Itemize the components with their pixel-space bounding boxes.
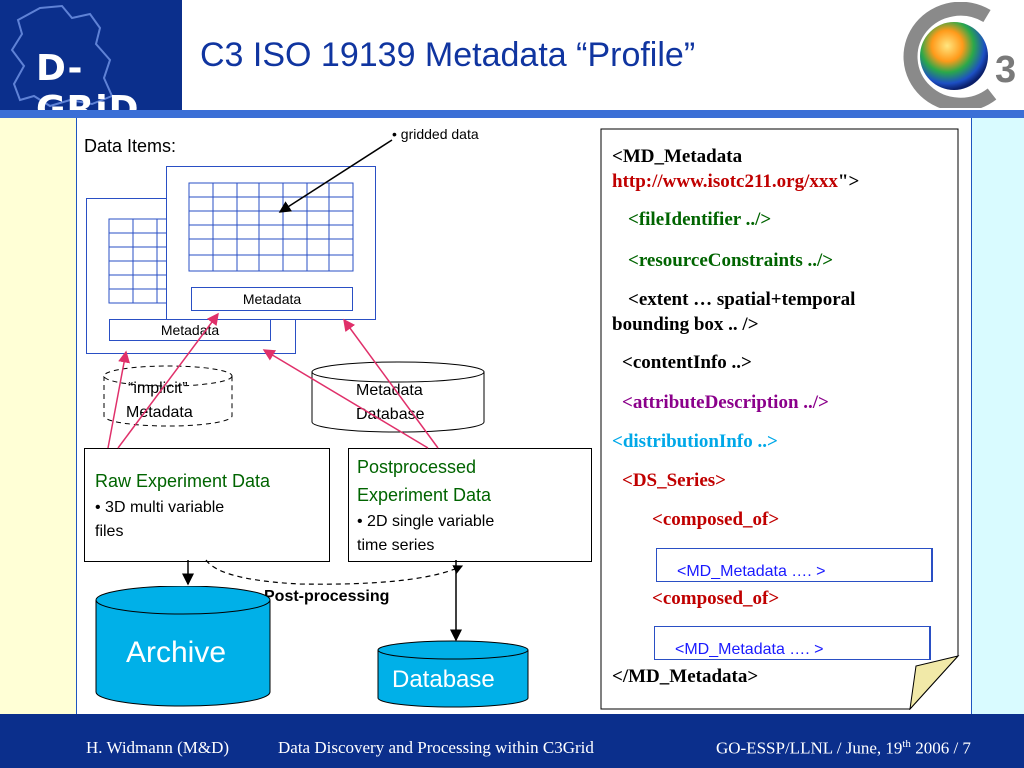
xml-extent-line2: bounding box .. /> [612, 314, 759, 335]
slide-footer [0, 714, 1024, 768]
left-band [0, 118, 77, 714]
database-cylinder [377, 640, 529, 708]
xml-namespace-tail: "> [837, 171, 860, 192]
implicit-metadata-line1: “implicit” [128, 380, 188, 397]
data-items-label: Data Items: [84, 136, 177, 156]
nested-metadata-box-2: <MD_Metadata …. > [654, 626, 931, 660]
postprocessed-line2: time series [357, 537, 435, 554]
page-title: C3 ISO 19139 Metadata “Profile” [200, 36, 696, 74]
footer-venue-sup: th [902, 738, 911, 750]
c3-globe-icon: 3 [903, 1, 1016, 112]
data-item-front: Metadata [166, 166, 376, 320]
xml-composed-of-2: <composed_of> [652, 588, 780, 609]
xml-md-metadata-open: <MD_Metadata [612, 146, 743, 167]
archive-cylinder [95, 586, 271, 707]
post-processing-label: Post-processing [264, 588, 390, 605]
raw-experiment-line2: files [95, 523, 124, 540]
postprocessed-title-line1: Postprocessed [357, 457, 477, 477]
metadata-database-line1: Metadata [356, 382, 423, 399]
footer-venue-text: GO-ESSP/LLNL / June, 19 [716, 738, 903, 758]
footer-title: Data Discovery and Processing within C3G… [278, 738, 594, 757]
xml-ds-series: <DS_Series> [622, 470, 726, 491]
xml-composed-of-1: <composed_of> [652, 509, 780, 530]
dgrid-logo: D-GRiD [0, 0, 182, 130]
footer-author: H. Widmann (M&D) [86, 738, 230, 757]
metadata-database-line2: Database [356, 406, 425, 423]
raw-experiment-line1: • 3D multi variable [95, 499, 225, 516]
header-rule [0, 110, 1024, 118]
nested-metadata-2-text: <MD_Metadata …. > [675, 641, 824, 658]
database-label: Database [392, 666, 495, 693]
nested-metadata-2: <MD_Metadata …. > [675, 641, 824, 659]
xml-attribute-description: <attributeDescription ../> [622, 392, 829, 413]
postprocessed-line1: • 2D single variable [357, 513, 495, 530]
postprocessed-experiment-box: Postprocessed Experiment Data • 2D singl… [348, 448, 592, 562]
footer-venue: GO-ESSP/LLNL / June, 19th 2006 / 7 [716, 738, 971, 759]
xml-content-info: <contentInfo ..> [622, 352, 752, 373]
archive-label: Archive [126, 636, 227, 669]
implicit-metadata-line2: Metadata [126, 404, 193, 421]
metadata-label-front: Metadata [191, 287, 353, 311]
c3-logo: 3 [892, 1, 1022, 112]
xml-file-identifier: <fileIdentifier ../> [628, 209, 772, 230]
xml-md-metadata-close: </MD_Metadata> [612, 666, 759, 687]
raw-experiment-box: Raw Experiment Data • 3D multi variable … [84, 448, 330, 562]
nested-metadata-box-1: <MD_Metadata …. > [656, 548, 933, 582]
svg-text:3: 3 [995, 49, 1016, 91]
metadata-label-back: Metadata [109, 319, 271, 341]
nested-metadata-1: <MD_Metadata …. > [677, 563, 826, 581]
right-band [971, 118, 1024, 714]
postprocessed-title-line2: Experiment Data [357, 485, 492, 505]
xml-distribution-info: <distributionInfo ..> [612, 431, 778, 452]
xml-namespace-url: http://www.isotc211.org/xxx [612, 171, 838, 192]
xml-extent-line1: <extent … spatial+temporal [628, 289, 856, 310]
gridded-data-label: • gridded data [392, 126, 479, 142]
germany-map-icon [10, 4, 114, 108]
nested-metadata-1-text: <MD_Metadata …. > [677, 563, 826, 580]
footer-page: 2006 / 7 [910, 738, 971, 758]
raw-experiment-title: Raw Experiment Data [95, 471, 271, 491]
xml-resource-constraints: <resourceConstraints ../> [628, 250, 834, 271]
xml-namespace-line: http://www.isotc211.org/xxx"> [612, 171, 859, 193]
